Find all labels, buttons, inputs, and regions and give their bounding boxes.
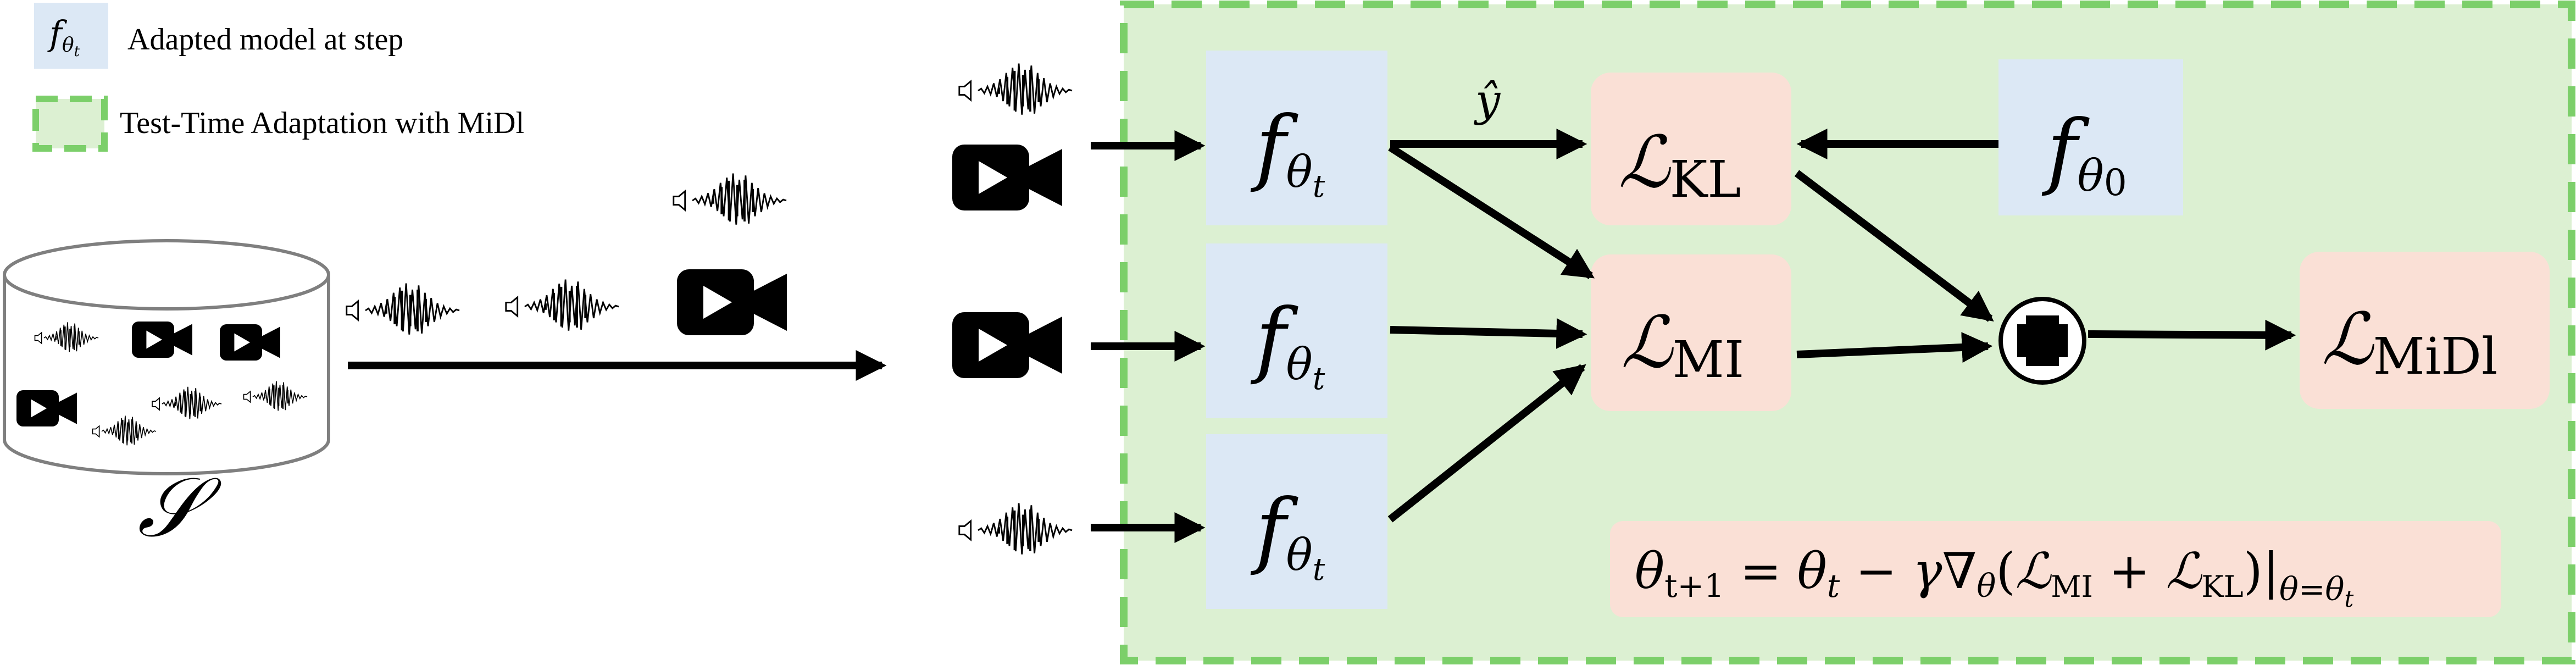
- svg-text:fθ0: fθ0: [2041, 103, 2127, 204]
- stream-audio-icon: [673, 172, 787, 226]
- legend-model-swatch: [34, 3, 108, 69]
- svg-text:ℒKL: ℒKL: [1618, 120, 1741, 209]
- plus-circle-icon: [1998, 297, 2086, 385]
- source-database: 𝒮: [3, 239, 330, 556]
- legend-tta-text: Test-Time Adaptation with MiDl: [120, 106, 524, 140]
- legend-swatch-t: t: [74, 43, 80, 60]
- legend-tta-swatch: [32, 96, 108, 152]
- stream-audio-icon: [346, 282, 460, 336]
- adapted-model-mid: fθt: [1206, 243, 1387, 418]
- input-audio-bottom: [958, 502, 1073, 556]
- kl-loss: ℒKL: [1591, 73, 1791, 225]
- arrow-kl-to-sum: [1794, 170, 1994, 322]
- y-hat-label: ŷ: [1474, 75, 1501, 126]
- svg-text:ℒMiDl: ℒMiDl: [2322, 297, 2497, 386]
- midl-loss: ℒMiDl: [2300, 252, 2550, 409]
- legend-model-text: Adapted model at step: [127, 23, 403, 57]
- arrow-mid-to-mi: [1390, 318, 1587, 349]
- arrow-mi-to-sum: [1796, 332, 1993, 363]
- input-video-top: [952, 145, 1062, 210]
- mi-loss: ℒMI: [1591, 254, 1791, 411]
- svg-text:θt+1 = θt − γ∇θ(ℒMI + ℒKL)|θ=θ: θt+1 = θt − γ∇θ(ℒMI + ℒKL)|θ=θt: [1635, 542, 2353, 612]
- adapted-model-top: fθt: [1206, 51, 1387, 225]
- dataset-symbol: 𝒮: [137, 460, 222, 556]
- adapted-model-bottom: fθt: [1206, 434, 1387, 609]
- arrow-top-to-mi: [1388, 144, 1595, 279]
- frozen-source-model: fθ0: [1998, 59, 2183, 215]
- update-rule: θt+1 = θt − γ∇θ(ℒMI + ℒKL)|θ=θt: [1610, 521, 2501, 617]
- input-video-mid: [952, 312, 1062, 378]
- svg-text:ℒMI: ℒMI: [1621, 301, 1744, 389]
- legend: fθt Adapted model at step Test-Time Adap…: [32, 3, 524, 152]
- input-audio-top: [958, 62, 1073, 116]
- arrow-sum-to-midl: [2088, 319, 2296, 351]
- legend-swatch-theta: θ: [62, 34, 74, 57]
- arrow-bottom-to-mi: [1387, 364, 1586, 523]
- stream-video-icon: [677, 269, 787, 335]
- stream-audio-icon: [505, 278, 620, 332]
